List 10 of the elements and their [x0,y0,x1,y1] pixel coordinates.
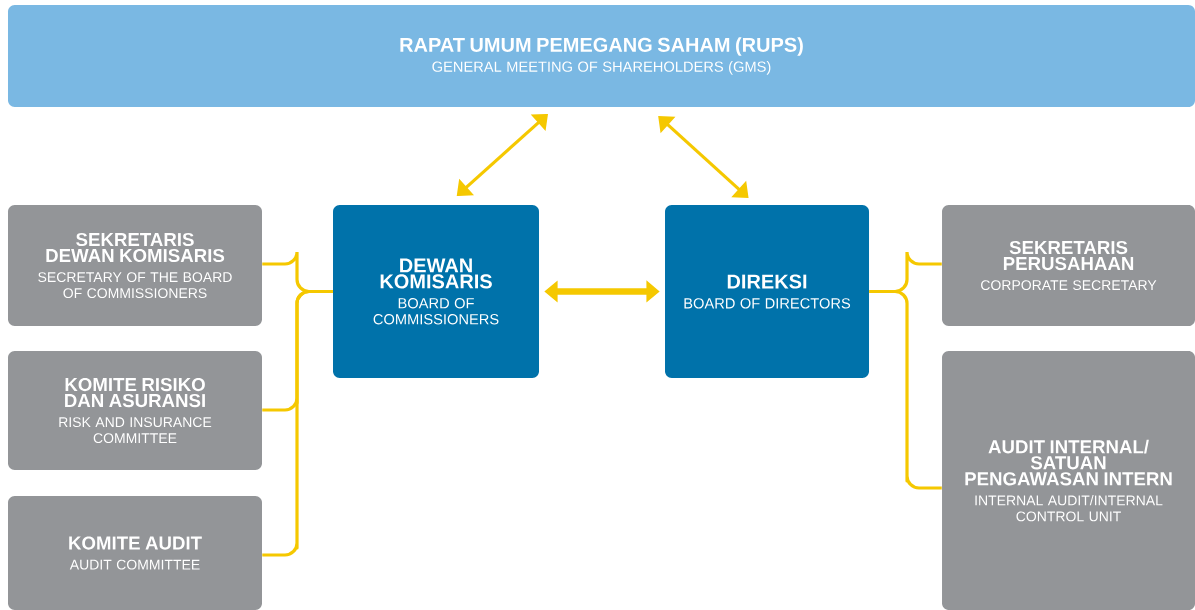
board-box: DEWAN KOMISARIS BOARD OF COMMISSIONERS [333,205,539,378]
unit-box: SEKRETARIS PERUSAHAAN CORPORATE SECRETARY [942,205,1195,326]
unit-box: KOMITE AUDIT AUDIT COMMITTEE [8,496,262,610]
connector-arrow [456,114,548,196]
unit-box: KOMITE RISIKO DAN ASURANSI RISK AND INSURANCE COMMITTEE [8,351,262,470]
connector-arrow [658,116,749,198]
unit-box: SEKRETARIS DEWAN KOMISARIS SECRETARY OF THE BOARD OF COMMISSIONERS [8,205,262,326]
unit-box: AUDIT INTERNAL/ SATUAN PENGAWASAN INTERN INTERNAL AUDIT/INTERNAL CONTROL UNIT [942,351,1195,610]
board-box: DIREKSI BOARD OF DIRECTORS [665,205,869,378]
top-banner: RAPAT UMUM PEMEGANG SAHAM (RUPS) GENERAL MEETING OF SHAREHOLDERS (GMS) [8,5,1195,107]
